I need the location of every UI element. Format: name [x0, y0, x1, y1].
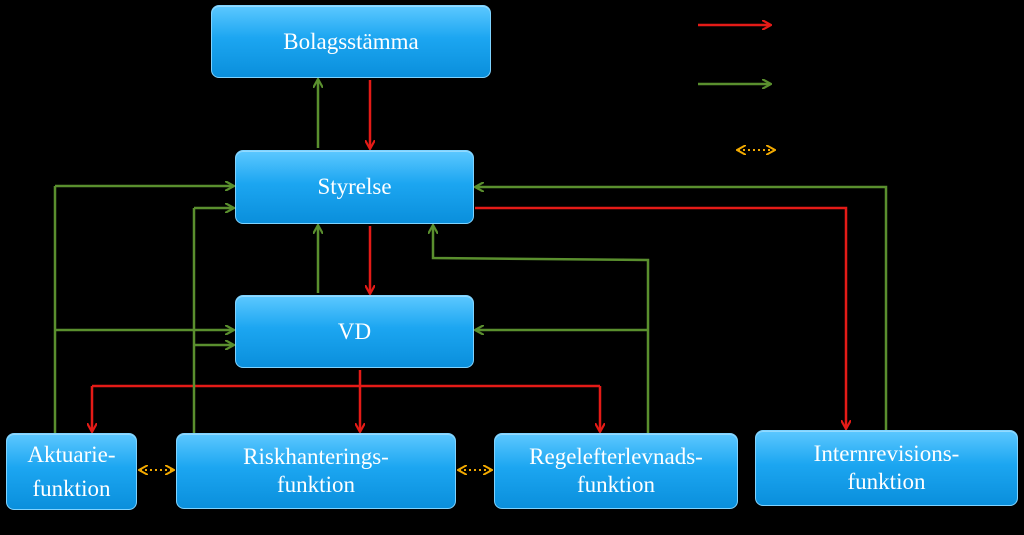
node-internrevisionsfunktion: Internrevisions- funktion: [755, 430, 1018, 506]
node-label-line2: funktion: [32, 475, 111, 501]
node-label: VD: [337, 318, 372, 344]
node-label-line2: funktion: [277, 472, 355, 497]
node-label-line2: funktion: [577, 472, 655, 497]
node-label-line2: funktion: [847, 469, 926, 494]
green-arrow-intern-to-styrelse: [476, 187, 888, 430]
node-styrelse: Styrelse: [235, 150, 474, 224]
node-label-line1: Aktuarie-: [27, 441, 116, 467]
node-regelefterlevnadsfunktion: Regelefterlevnads- funktion: [494, 433, 738, 509]
node-aktuariefunktion: Aktuarie- funktion: [6, 433, 137, 510]
green-arrow-regel-to-styrelse: [433, 226, 650, 433]
red-arrow-styrelse-to-intern: [475, 206, 846, 428]
node-riskhanteringsfunktion: Riskhanterings- funktion: [176, 433, 456, 509]
node-label: Bolagsstämma: [283, 28, 419, 54]
node-bolagsstamma: Bolagsstämma: [211, 5, 491, 78]
node-label-line1: Internrevisions-: [813, 441, 960, 467]
node-label: Styrelse: [317, 174, 392, 200]
node-label-line1: Riskhanterings-: [243, 444, 389, 470]
node-label-line1: Regelefterlevnads-: [529, 444, 703, 470]
node-vd: VD: [235, 295, 474, 368]
